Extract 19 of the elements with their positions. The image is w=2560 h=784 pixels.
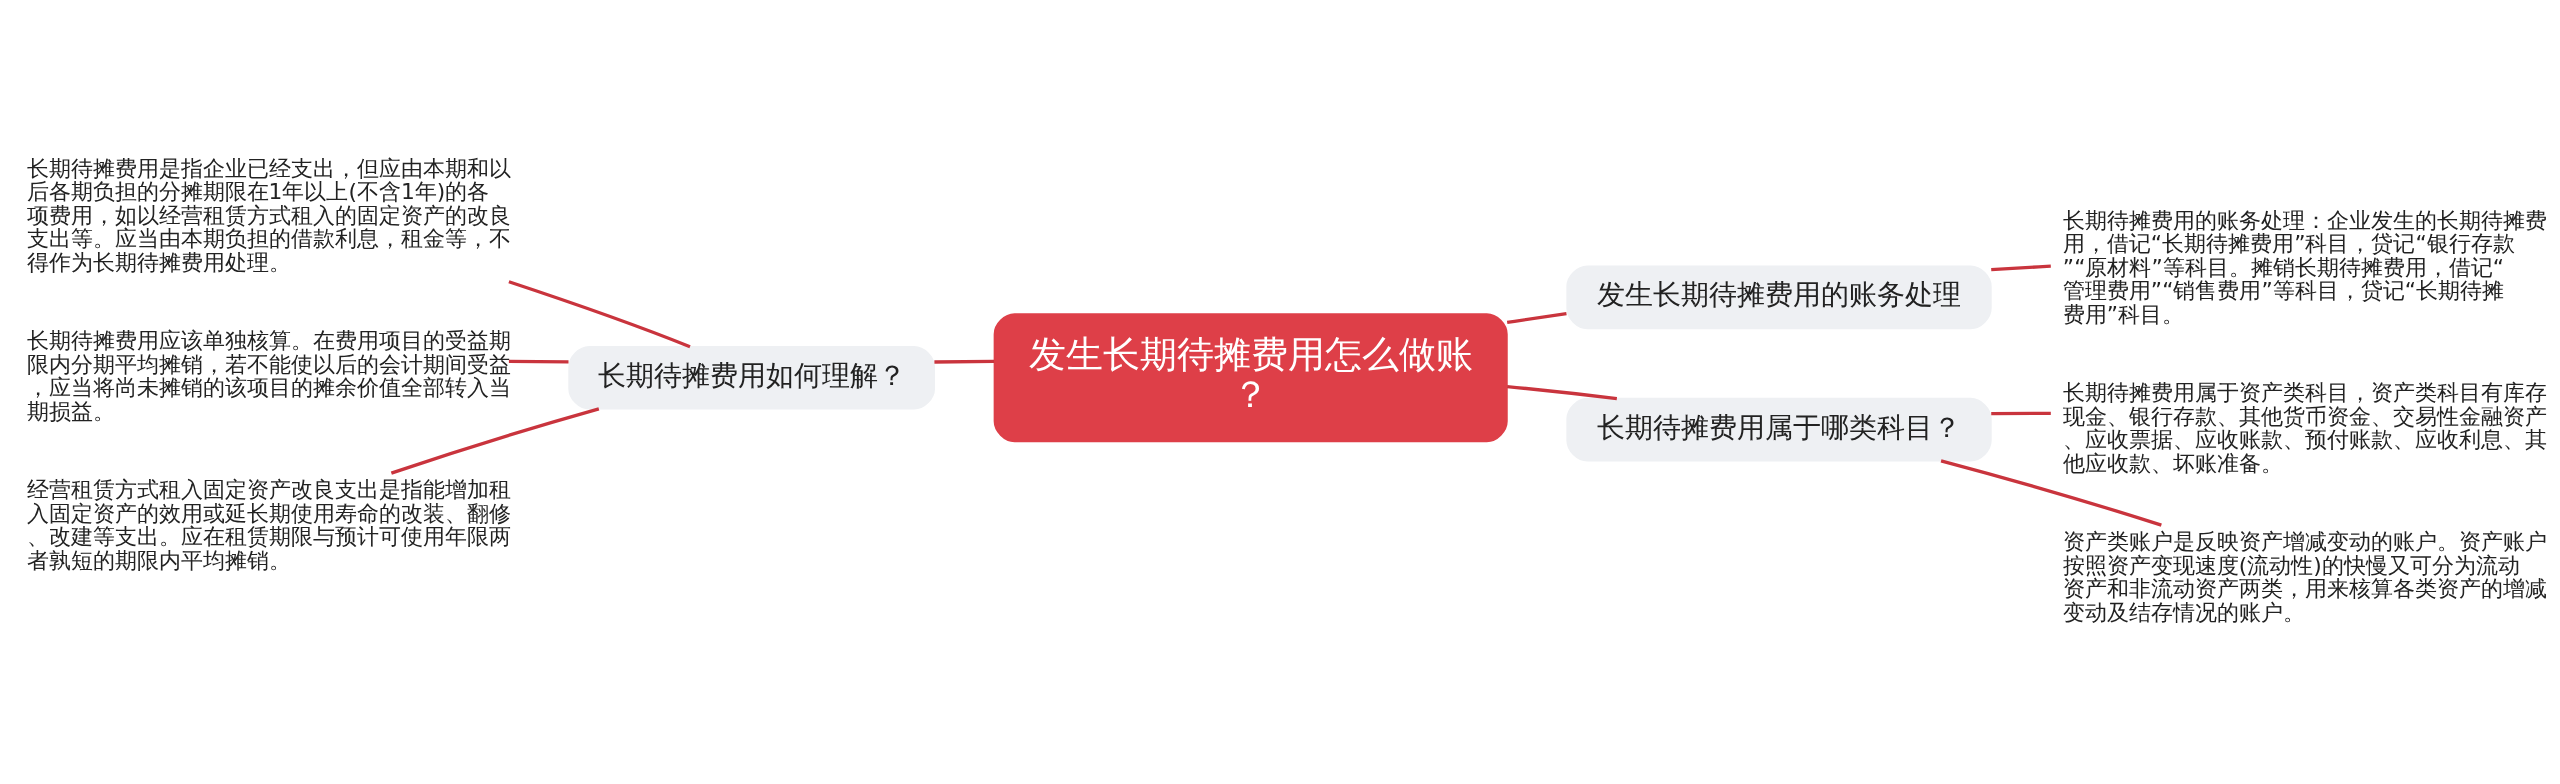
- connector: [934, 359, 995, 364]
- connector: [390, 407, 600, 475]
- node-text: 长期待摊费用属于资产类科目，资产类科目有库存现金、银行存款、其他货币资金、交易性金融资产、应收票据、应收账款、预付账款、应收利息、其他应收款、坏账准备。: [2062, 380, 2547, 476]
- connector: [1940, 459, 2162, 527]
- node-text: 资产类账户是反映资产增减变动的账户。资产账户按照资产变现速度(流动性)的快慢又可分为流动资产和非流动资产两类，用来核算各类资产的增减变动及结存情况的账户。: [2062, 529, 2547, 625]
- connector: [508, 359, 569, 364]
- connector: [1991, 264, 2051, 272]
- node-box: 发生长期待摊费用的账务处理: [1566, 265, 1992, 330]
- node-text: 长期待摊费用的账务处理：企业发生的长期待摊费用，借记“长期待摊费用”科目，贷记“银行存款”“原材料”等科目。摊销长期待摊费用，借记“管理费用”“销售费用”等科目，贷记“长期待摊费用”科目。: [2062, 207, 2547, 327]
- node-text: 经营租赁方式租入固定资产改良支出是指能增加租入固定资产的效用或延长期使用寿命的改装、翻修、改建等支出。应在租赁期限与预计可使用年限两者孰短的期限内平均摊销。: [26, 477, 511, 573]
- connector: [1507, 384, 1618, 401]
- node-text: 长期待摊费用是指企业已经支出，但应由本期和以后各期负担的分摊期限在1年以上(不含1年)的各项费用，如以经营租赁方式租入的固定资产的改良支出等。应当由本期负担的借款利息，租金等，不得作为长期待摊费用处理。: [26, 155, 511, 275]
- node-box: 长期待摊费用如何理解？: [568, 345, 936, 410]
- connector: [508, 280, 691, 349]
- node-box: 长期待摊费用属于哪类科目？: [1566, 397, 1992, 462]
- connector: [1991, 411, 2051, 416]
- node-text: 长期待摊费用应该单独核算。在费用项目的受益期限内分期平均摊销，若不能使以后的会计期间受益，应当将尚未摊销的该项目的摊余价值全部转入当期损益。: [26, 328, 511, 424]
- connector: [1506, 311, 1567, 325]
- node-box: 发生长期待摊费用怎么做账？: [993, 313, 1508, 443]
